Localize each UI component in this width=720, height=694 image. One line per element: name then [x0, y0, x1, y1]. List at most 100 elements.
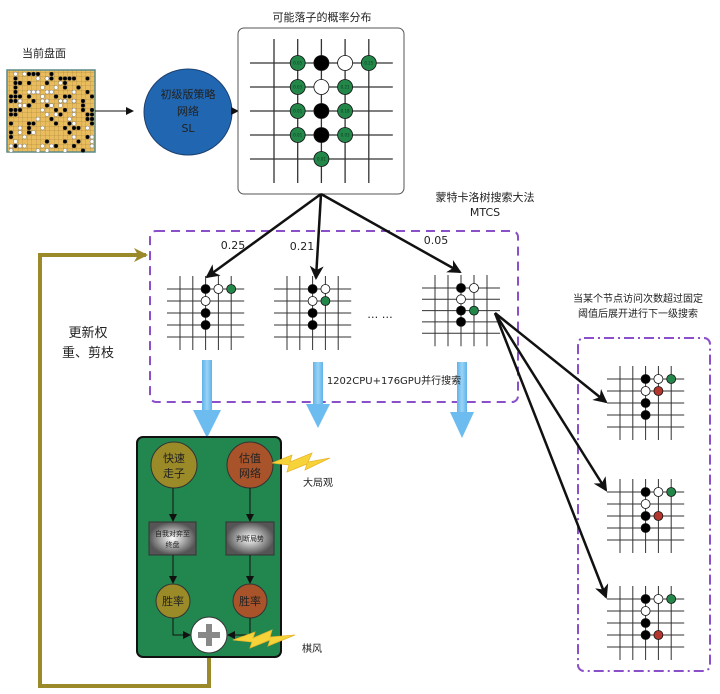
candidate-stone — [666, 594, 677, 604]
thumbnail-stone — [58, 98, 63, 104]
black-stone — [456, 283, 466, 293]
black-stone — [640, 618, 651, 628]
red-stone — [653, 630, 664, 640]
big-picture-label: 大局观 — [303, 476, 333, 489]
rollout-line2: 走子 — [163, 467, 185, 480]
thumbnail-stone — [13, 76, 18, 81]
thumbnail-stone — [53, 121, 59, 126]
arrow-expand-3 — [493, 312, 609, 599]
move-probability: 0.01 — [293, 109, 302, 114]
thumbnail-stone — [89, 116, 95, 122]
white-stone — [313, 79, 330, 95]
child-board-3 — [607, 586, 685, 660]
feedback-loop-arrow — [38, 248, 211, 688]
white-stone — [653, 594, 664, 604]
value-win-rate: 胜率 — [232, 583, 268, 619]
thumbnail-stone — [71, 112, 77, 117]
thumbnail-stone — [8, 134, 14, 140]
thumbnail-stone — [40, 98, 45, 104]
thumbnail-stone — [13, 143, 18, 149]
thumbnail-stone — [76, 139, 81, 144]
move-probability: 0.21 — [341, 85, 350, 90]
update-label-line1: 更新权 — [68, 325, 107, 341]
lightning-icon-style — [232, 629, 296, 649]
thumbnail-stone — [62, 76, 68, 81]
thumbnail-stone — [89, 112, 95, 117]
thumbnail-stone — [17, 80, 23, 86]
thumbnail-stone — [35, 116, 41, 122]
thumbnail-stone — [26, 125, 32, 131]
thumbnail-stone — [8, 112, 14, 117]
branch-prob-2: 0.21 — [290, 240, 315, 253]
thumbnail-stone — [58, 80, 63, 86]
thumbnail-stone — [67, 116, 72, 122]
white-stone — [200, 296, 211, 306]
thumbnail-stone — [8, 107, 14, 113]
candidate-stone — [313, 151, 330, 167]
black-stone — [200, 308, 211, 318]
probability-title: 可能落子的概率分布 — [273, 10, 372, 24]
thumbnail-stone — [71, 143, 77, 149]
thumbnail-stone — [71, 98, 77, 104]
thumbnail-stone — [53, 107, 59, 113]
thumbnail-stone — [17, 98, 23, 104]
arrow-rollout-to-sum — [172, 618, 191, 639]
thumbnail-stone — [62, 148, 68, 153]
black-stone — [640, 594, 651, 604]
thumbnail-stone — [44, 98, 50, 104]
thumbnail-stone — [8, 94, 14, 99]
mcts-search-box — [149, 230, 519, 403]
thumbnail-stone — [49, 89, 54, 95]
self-play-step: 自我对弈至 终盘 — [148, 521, 197, 556]
black-stone — [640, 374, 651, 384]
thumbnail-stone — [53, 143, 59, 149]
thumbnail-stone — [40, 143, 45, 149]
candidate-stone — [226, 284, 237, 294]
thumbnail-stone — [53, 94, 59, 99]
thumbnail-stone — [22, 71, 27, 77]
thumbnail-stone — [44, 112, 50, 117]
thumbnail-stone — [80, 148, 86, 153]
thumbnail-stone — [89, 143, 95, 149]
self-play-line1: 自我对弈至 — [155, 529, 190, 538]
thumbnail-stone — [8, 143, 14, 149]
thumbnail-stone — [26, 130, 32, 135]
thumbnail-stone — [49, 116, 54, 122]
child-board-1 — [607, 366, 685, 440]
move-probability: 0.05 — [293, 61, 302, 66]
thumbnail-stone — [62, 139, 68, 144]
black-stone — [640, 511, 651, 521]
value-net-line1: 估值 — [239, 452, 261, 465]
thumbnail-stone — [89, 121, 95, 126]
current-board-label: 当前盘面 — [22, 46, 66, 60]
white-stone — [456, 294, 466, 305]
thumbnail-stone — [17, 130, 23, 135]
thumbnail-stone — [31, 71, 36, 77]
thumbnail-stone — [8, 148, 14, 153]
blue-down-arrow-2 — [306, 362, 330, 428]
thumbnail-stone — [62, 107, 68, 113]
thumbnail-stone — [17, 94, 23, 99]
thumbnail-stone — [67, 94, 72, 99]
thumbnail-stone — [17, 125, 23, 131]
arrow-branch-3 — [320, 192, 462, 274]
thumbnail-stone — [71, 89, 77, 95]
black-stone — [640, 487, 651, 497]
move-probability: 0.03 — [341, 133, 350, 138]
thumbnail-stone — [58, 112, 63, 117]
thumbnail-stone — [40, 85, 45, 90]
thumbnail-stone — [26, 94, 32, 99]
judge-position-step: 判断局势 — [225, 521, 275, 556]
child-board-2 — [607, 479, 685, 553]
white-stone — [640, 606, 651, 616]
arrow-branch-2 — [309, 193, 324, 280]
thumbnail-stone — [40, 125, 45, 131]
thumbnail-stone — [58, 103, 63, 108]
move-probability: 0.18 — [341, 109, 350, 114]
thumbnail-stone — [22, 143, 27, 149]
thumbnail-stone — [13, 85, 18, 90]
thumbnail-stone — [35, 148, 41, 153]
black-stone — [307, 284, 318, 294]
black-stone — [640, 398, 651, 408]
